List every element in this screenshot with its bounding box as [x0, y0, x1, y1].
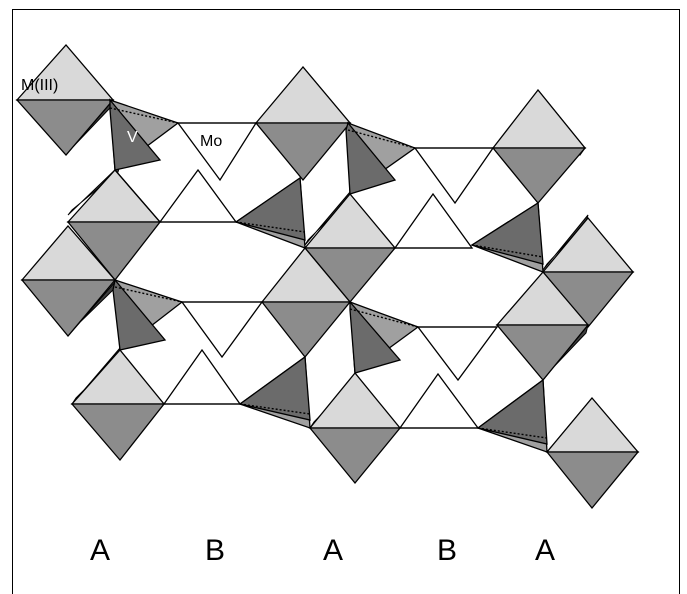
layer-label-1: A: [90, 534, 110, 567]
octahedron: [66, 163, 162, 282]
layer-label-5: A: [535, 534, 555, 567]
vanadate-tetrahedron: [112, 278, 184, 352]
octahedron: [254, 65, 352, 182]
molybdate-tetrahedron: [158, 168, 238, 223]
octahedron-m3: [15, 44, 115, 156]
octahedron: [303, 191, 397, 304]
label-mo: Mo: [200, 133, 222, 150]
vanadate-tetrahedron: [349, 300, 420, 375]
label-v: V: [127, 129, 138, 146]
layer-label-4: B: [437, 534, 457, 567]
octahedron: [491, 88, 587, 205]
octahedron: [545, 396, 640, 510]
linking-bonds: [114, 122, 497, 429]
layer-label-3: A: [323, 534, 343, 567]
vanadate-tetrahedron: [476, 378, 548, 453]
vanadate-tetrahedron-v: [109, 98, 180, 172]
molybdate-tetrahedron-mo: [176, 122, 258, 182]
vanadate-tetrahedron: [345, 121, 417, 196]
molybdate-tetrahedron: [416, 326, 499, 382]
octahedron: [260, 246, 352, 359]
molybdate-tetrahedron: [413, 147, 495, 205]
molybdate-tetrahedron: [398, 372, 480, 429]
vanadate-tetrahedron: [470, 201, 544, 273]
label-m3: M(III): [21, 77, 58, 94]
vanadate-tetrahedron: [238, 355, 311, 429]
vanadate-tetrahedron: [234, 176, 306, 249]
octahedron: [541, 214, 635, 329]
layer-label-2: B: [205, 534, 225, 567]
octahedron: [70, 347, 166, 462]
figure-frame: [12, 9, 680, 594]
molybdate-tetrahedron: [162, 348, 242, 405]
molybdate-tetrahedron: [180, 301, 264, 359]
octahedron: [308, 371, 402, 485]
octahedron: [495, 271, 590, 382]
molybdate-tetrahedron: [393, 192, 474, 249]
